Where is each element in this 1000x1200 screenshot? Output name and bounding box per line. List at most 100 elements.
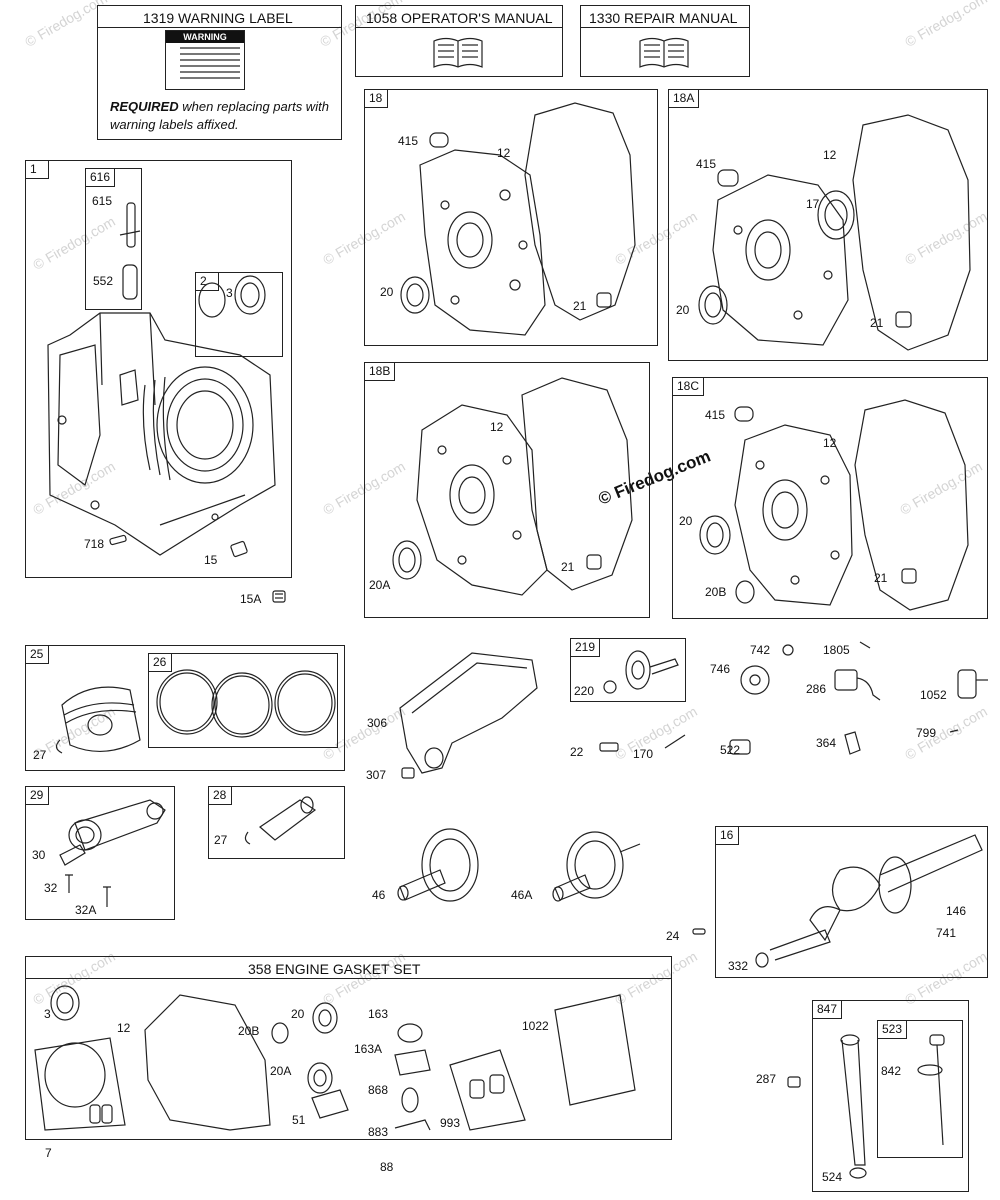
misc-parts-drawing [599,641,988,755]
part-label: 3 [44,1007,51,1021]
part-label: 20 [679,514,693,528]
part-label: 332 [728,959,749,973]
part-label: 170 [633,747,654,761]
gasket-set-drawing [34,985,636,1131]
part-label: 46 [372,888,386,902]
part-box-26[interactable]: 26 [148,653,338,748]
part-label: 12 [823,436,837,450]
repair-manual-title: 1330 REPAIR MANUAL [589,10,738,26]
part-label: 868 [368,1083,389,1097]
warning-header-rule [97,27,342,28]
part-label: 30 [32,848,46,862]
part-box-18a[interactable]: 18A [668,89,988,361]
part-label: 21 [561,560,575,574]
warning-decal-image: WARNING [165,30,245,90]
part-label: 88 [380,1160,394,1174]
crankshaft-drawing [755,834,983,968]
part-label: 615 [92,194,113,208]
crankcase-cover-18c-drawing [699,399,969,611]
part-label: 15A [240,592,262,606]
book-icon [433,37,483,68]
part-label: 46A [511,888,533,902]
part-label: 220 [574,684,595,698]
part-label: 7 [45,1146,52,1160]
part-label: 20A [270,1064,292,1078]
part-label: 1022 [522,1019,549,1033]
part-box-28[interactable]: 28 [208,786,345,859]
part-label: 718 [84,537,105,551]
part-box-29[interactable]: 29 [25,786,175,920]
part-label: 32A [75,903,97,917]
part-box-18b[interactable]: 18B [364,362,650,618]
box-tag: 26 [148,653,172,672]
cylinder-block-drawing [47,202,276,558]
required-note-bold: REQUIRED [110,99,179,114]
part-box-16[interactable]: 16 [715,826,988,978]
dipstick-drawing [787,1034,945,1179]
part-label: 12 [823,148,837,162]
part-label: 20 [380,285,394,299]
gasket-set-title: 358 ENGINE GASKET SET [248,961,421,977]
part-label: 1805 [823,643,850,657]
part-label: 415 [398,134,419,148]
breather-cover-drawing [399,652,538,779]
required-note-text: when replacing parts with warning labels… [110,99,329,132]
part-box-616[interactable]: 616 [85,168,142,310]
box-tag: 25 [25,645,49,664]
repair-manual-box[interactable]: 1330 REPAIR MANUAL [580,5,750,77]
required-note: REQUIRED when replacing parts with warni… [110,98,340,134]
part-box-25[interactable]: 25 [25,645,345,771]
box-tag: 16 [715,826,739,845]
part-label: 17 [806,197,820,211]
governor-gear-drawing [603,650,679,694]
part-box-18[interactable]: 18 [364,89,658,346]
box-tag: 616 [85,168,116,187]
part-label: 20 [676,303,690,317]
part-label: 287 [756,1072,777,1086]
part-label: 15 [204,553,218,567]
part-label: 746 [710,662,731,676]
part-label: 741 [936,926,957,940]
operators-manual-rule [355,27,563,28]
part-box-2[interactable]: 2 [195,272,283,357]
part-box-1[interactable]: 1 [25,160,292,578]
part-label: 163A [354,1042,383,1056]
part-box-18c[interactable]: 18C [672,377,988,619]
box-tag: 1 [25,160,49,179]
piston-drawing [55,669,336,754]
box-tag: 219 [570,638,601,657]
part-label: 24 [666,929,680,943]
part-label: 522 [720,743,741,757]
part-label: 20B [238,1024,260,1038]
part-label: 51 [292,1113,306,1127]
warning-label-box[interactable]: 1319 WARNING LABEL [97,5,342,140]
camshaft-46a-drawing [552,831,641,902]
part-label: 12 [497,146,511,160]
part-label: 364 [816,736,837,750]
part-label: 21 [874,571,888,585]
box-tag: 847 [812,1000,843,1019]
part-box-523[interactable]: 523 [877,1020,963,1158]
part-label: 12 [490,420,504,434]
part-label: 799 [916,726,937,740]
operators-manual-title: 1058 OPERATOR'S MANUAL [366,10,553,26]
repair-manual-rule [580,27,750,28]
part-box-219[interactable]: 219 [570,638,686,702]
part-label: 12 [117,1021,131,1035]
part-box-847[interactable]: 847 [812,1000,969,1192]
part-label: 21 [573,299,587,313]
part-label: 306 [367,716,388,730]
part-label: 20B [705,585,727,599]
part-label: 742 [750,643,771,657]
part-label: 1052 [920,688,947,702]
box-tag: 29 [25,786,49,805]
box-tag: 18C [672,377,705,396]
part-label: 552 [93,274,114,288]
operators-manual-box[interactable]: 1058 OPERATOR'S MANUAL [355,5,563,77]
part-label: 20A [369,578,391,592]
gasket-set-box[interactable]: 358 ENGINE GASKET SET [25,956,672,1140]
part-label: 286 [806,682,827,696]
part-label: 842 [881,1064,902,1078]
part-label: 883 [368,1125,389,1139]
box-tag: 18A [668,89,700,108]
